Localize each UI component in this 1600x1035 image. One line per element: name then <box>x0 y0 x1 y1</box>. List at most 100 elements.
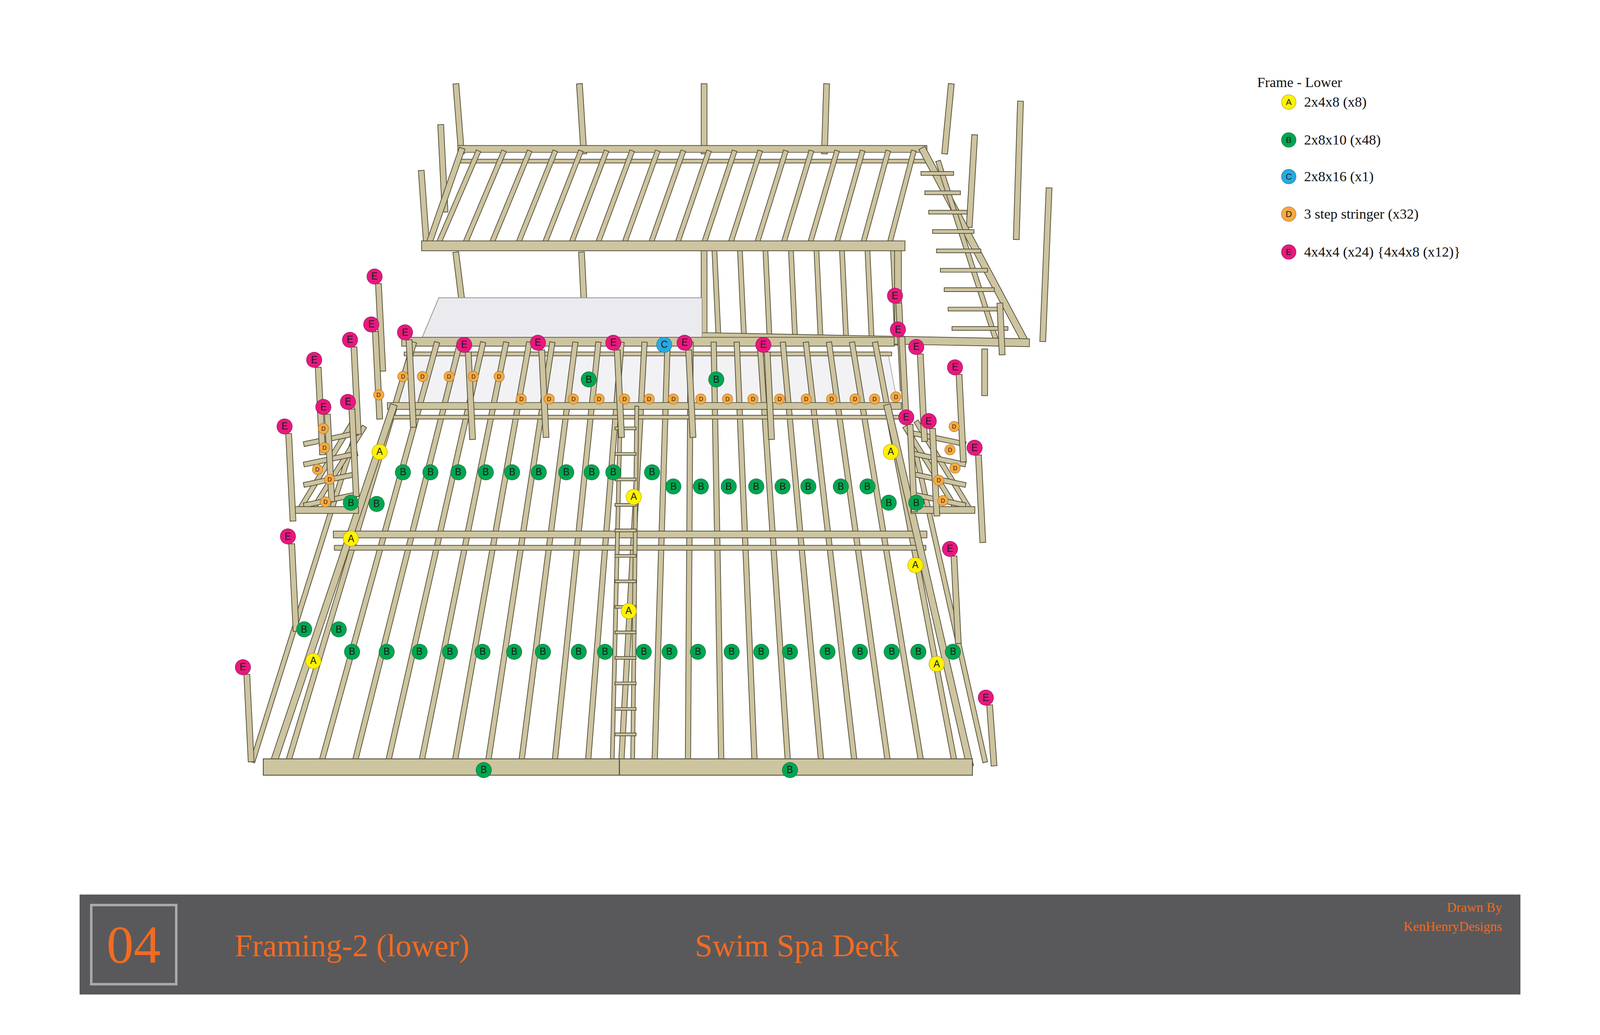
callout-letter: D <box>722 393 733 405</box>
beam-face <box>616 452 635 455</box>
beam-face <box>740 247 745 335</box>
beam-edge <box>541 352 546 435</box>
callout-letter: B <box>800 478 817 495</box>
callout-letter: B <box>708 371 725 388</box>
legend-text: 2x8x10 (x48) <box>1304 131 1381 149</box>
lumber-beam <box>926 192 959 194</box>
beam-edge <box>959 377 964 460</box>
lumber-beam <box>273 408 393 764</box>
callout-letter: D <box>417 371 428 383</box>
beam-edge <box>616 732 635 737</box>
beam-face <box>456 255 462 296</box>
lumber-beam <box>790 247 795 335</box>
lumber-beam <box>984 352 985 393</box>
lumber-beam <box>1000 306 1003 353</box>
callout-letter: D <box>937 495 949 507</box>
beam-edge <box>704 152 734 243</box>
callout-letter: E <box>977 690 994 706</box>
callout-letter: E <box>605 335 622 351</box>
beam-edge <box>616 707 635 711</box>
callout-letter: B <box>477 464 494 481</box>
beam-edge <box>1016 104 1021 237</box>
beam-face <box>950 307 1000 311</box>
beam-face <box>541 352 546 435</box>
lumber-beam <box>950 308 1000 310</box>
lumber-beam <box>390 405 898 407</box>
lumber-beam <box>616 734 635 735</box>
lumber-beam <box>428 150 462 245</box>
legend-letter: D <box>1281 206 1297 222</box>
callout-letter: B <box>504 464 520 481</box>
lumber-beam <box>336 534 924 535</box>
callout-letter: B <box>720 478 737 495</box>
lumber-beam <box>616 708 635 710</box>
callout-letter: E <box>920 413 937 430</box>
beam-face <box>790 247 795 335</box>
beam-edge <box>581 255 584 296</box>
beam-face <box>616 555 635 558</box>
callout-letter: E <box>530 335 546 351</box>
callout-letter: B <box>635 644 652 660</box>
beam-edge <box>468 355 473 437</box>
lumber-beam <box>922 172 952 174</box>
beam-face <box>704 152 734 243</box>
beam-edge <box>616 554 635 558</box>
lumber-beam <box>740 247 745 335</box>
callout-letter: B <box>597 644 613 660</box>
beam-face <box>336 545 924 550</box>
lumber-beam <box>867 247 872 335</box>
author-credit: Drawn By KenHenryDesigns <box>1377 897 1503 937</box>
callout-letter: D <box>667 393 679 405</box>
beam-edge <box>456 86 462 151</box>
callout-letter: B <box>819 644 836 660</box>
beam-face <box>841 247 846 335</box>
callout-letter: D <box>890 391 902 403</box>
beam-face <box>597 152 632 243</box>
beam-face <box>836 152 863 243</box>
beam-face <box>456 86 462 151</box>
lumber-beam <box>783 152 811 243</box>
lumber-beam <box>688 352 693 435</box>
callout-letter: B <box>330 621 347 638</box>
callout-letter: D <box>774 393 785 405</box>
beam-face <box>890 152 914 243</box>
beam-edge <box>650 152 683 243</box>
callout-letter: B <box>883 644 900 660</box>
lumber-beam <box>730 152 760 243</box>
lumber-beam <box>914 509 972 511</box>
beam-edge <box>990 708 995 764</box>
legend-letter: C <box>1281 169 1297 185</box>
callout-letter: B <box>782 762 798 779</box>
beam-face <box>765 247 770 335</box>
beam-edge <box>597 152 632 243</box>
beam-edge <box>923 150 1024 339</box>
beam-edge <box>863 152 888 243</box>
beam-edge <box>677 152 709 243</box>
callout-letter: B <box>475 762 492 779</box>
callout-letter: D <box>619 393 630 405</box>
beam-face <box>1016 104 1021 237</box>
beam-edge <box>390 415 898 420</box>
beam-face <box>938 249 979 253</box>
callout-letter: B <box>880 495 897 511</box>
lumber-beam <box>352 412 357 494</box>
lumber-beam <box>616 683 635 685</box>
beam-face <box>914 507 972 514</box>
beam-face <box>946 288 993 292</box>
callout-letter: C <box>656 337 673 353</box>
legend-letter: A <box>1281 94 1297 110</box>
callout-letter: E <box>887 287 903 304</box>
callout-letter: B <box>605 464 622 481</box>
beam-face <box>714 247 719 335</box>
beam-edge <box>336 530 924 539</box>
beam-edge <box>926 190 959 195</box>
beam-face <box>291 547 296 629</box>
beam-edge <box>790 247 795 335</box>
beam-face <box>816 247 821 335</box>
callout-letter: B <box>580 371 597 388</box>
beam-face <box>978 458 983 540</box>
lumber-beam <box>932 431 937 514</box>
beam-edge <box>1042 190 1050 339</box>
callout-letter: B <box>852 644 868 660</box>
callout-letter: B <box>570 644 587 660</box>
